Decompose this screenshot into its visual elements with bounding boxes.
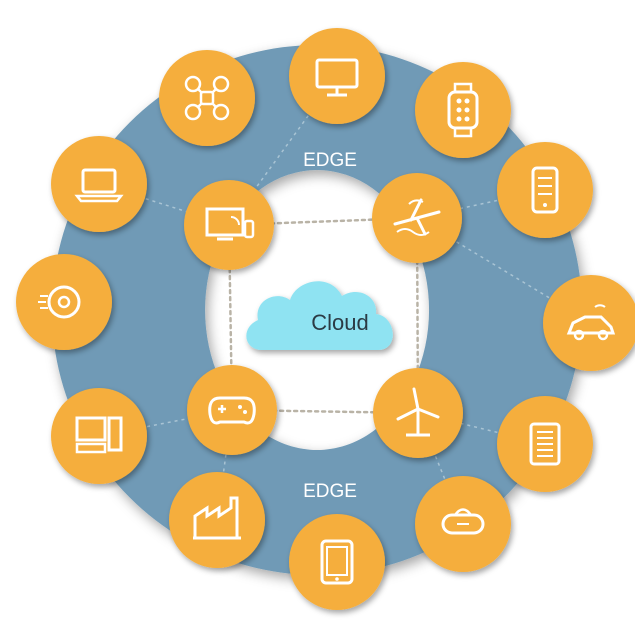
e-reader-icon <box>529 422 561 466</box>
gamepad-icon <box>208 396 256 425</box>
smart-tv-icon <box>205 207 255 241</box>
node-circle <box>543 275 635 371</box>
node-circle <box>497 142 593 238</box>
outer-device-nodes <box>16 28 635 610</box>
smart-tv-node <box>184 180 274 270</box>
laptop-node <box>51 136 147 232</box>
monitor-node <box>289 28 385 124</box>
node-circle <box>51 388 147 484</box>
node-circle <box>169 472 265 568</box>
e-reader-node <box>497 396 593 492</box>
wind-turbine-icon <box>396 387 440 437</box>
cloud-shape <box>246 281 393 350</box>
tablet-icon <box>320 539 354 585</box>
desktop-computer-node <box>51 388 147 484</box>
node-circle <box>289 28 385 124</box>
node-circle <box>184 180 274 270</box>
node-circle <box>415 62 511 158</box>
tablet-node <box>289 514 385 610</box>
inner-connectors <box>227 216 420 415</box>
gamepad-node <box>187 365 277 455</box>
drone-node <box>159 50 255 146</box>
desktop-computer-icon <box>75 416 123 454</box>
laptop-icon <box>74 168 124 203</box>
airplane-node <box>372 173 462 263</box>
inner-device-nodes <box>184 173 463 458</box>
node-circle <box>187 365 277 455</box>
cloud-label: Cloud <box>311 310 368 335</box>
edge-label-top: EDGE <box>303 150 357 171</box>
connected-car-icon <box>566 304 616 341</box>
drone-icon <box>184 75 230 121</box>
node-circle <box>159 50 255 146</box>
robot-vacuum-node <box>16 254 112 350</box>
factory-icon <box>193 496 241 540</box>
airplane-icon <box>393 198 441 236</box>
vr-headset-node <box>415 476 511 572</box>
smartphone-icon <box>531 166 559 214</box>
robot-vacuum-icon <box>38 285 81 319</box>
node-circle <box>289 514 385 610</box>
cloud-node: Cloud <box>246 281 393 350</box>
edge-label-bottom: EDGE <box>303 481 357 502</box>
smartwatch-node <box>415 62 511 158</box>
connected-car-node <box>543 275 635 371</box>
monitor-icon <box>315 58 359 97</box>
node-circle <box>16 254 112 350</box>
vr-headset-icon <box>441 508 485 535</box>
factory-node <box>169 472 265 568</box>
wind-turbine-node <box>373 368 463 458</box>
smartwatch-icon <box>447 82 479 138</box>
node-circle <box>51 136 147 232</box>
smartphone-node <box>497 142 593 238</box>
